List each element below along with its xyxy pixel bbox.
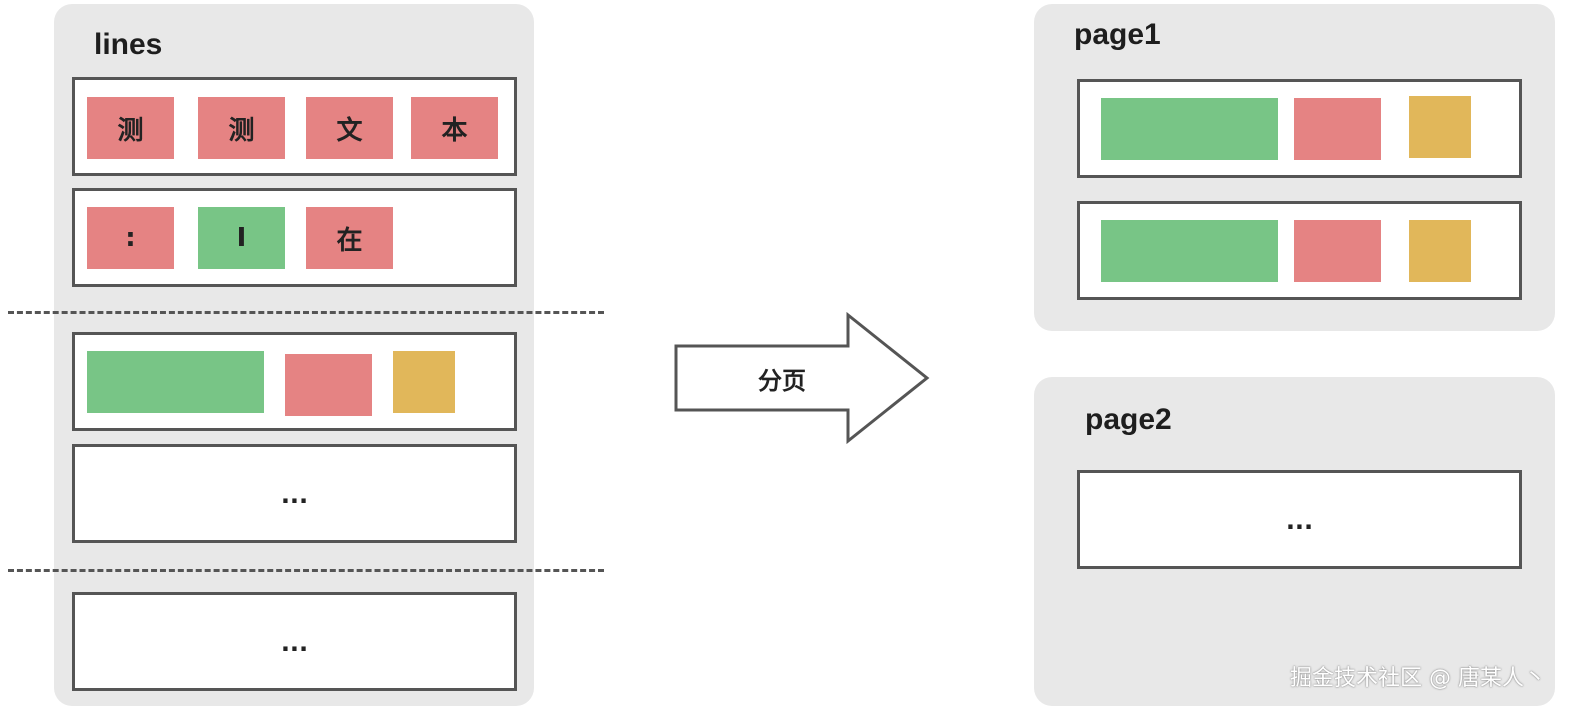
line-row-3 [72, 332, 517, 431]
arrow-icon [674, 311, 930, 445]
line-row-4: ... [72, 444, 517, 543]
char-block [1294, 220, 1381, 282]
page-break-line-1 [8, 311, 604, 314]
ellipsis-text: ... [1285, 507, 1314, 535]
wide-block [87, 351, 264, 413]
paginate-arrow: 分页 [672, 311, 932, 445]
page1-line-2 [1077, 201, 1522, 300]
char-block: 在 [306, 207, 393, 269]
small-block [1409, 96, 1471, 158]
small-block [393, 351, 455, 413]
line-row-1: 测 测 文 本 [72, 77, 517, 176]
ellipsis-text: ... [280, 481, 309, 509]
char-block: 文 [306, 97, 393, 159]
page1-line-1 [1077, 79, 1522, 178]
arrow-label: 分页 [758, 367, 806, 395]
ellipsis-text: ... [280, 629, 309, 657]
page1-panel: page1 [1034, 4, 1555, 331]
page-break-line-2 [8, 569, 604, 572]
line-row-5: ... [72, 592, 517, 691]
page1-title: page1 [1074, 18, 1161, 51]
char-block: 测 [198, 97, 285, 159]
line-row-2: : I 在 [72, 188, 517, 287]
page2-line-1: ... [1077, 470, 1522, 569]
page2-title: page2 [1085, 403, 1172, 436]
char-block [1294, 98, 1381, 160]
char-block [285, 354, 372, 416]
lines-panel: lines 测 测 文 本 : I 在 ... ... [54, 4, 534, 706]
char-block: 本 [411, 97, 498, 159]
char-block: : [87, 207, 174, 269]
char-block: I [198, 207, 285, 269]
char-block: 测 [87, 97, 174, 159]
wide-block [1101, 98, 1278, 160]
watermark-text: 掘金技术社区 @ 唐某人丶 [1290, 666, 1546, 691]
small-block [1409, 220, 1471, 282]
wide-block [1101, 220, 1278, 282]
lines-title: lines [94, 28, 163, 61]
page2-panel: page2 ... [1034, 377, 1555, 706]
